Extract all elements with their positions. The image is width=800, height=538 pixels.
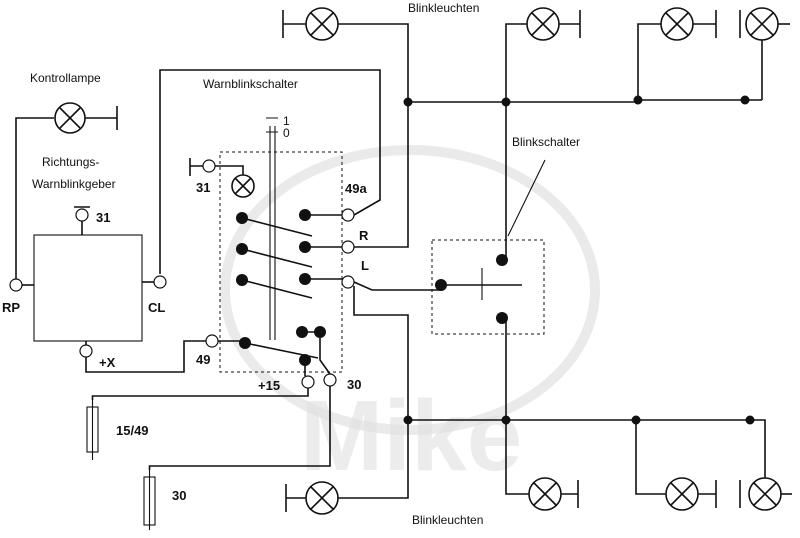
top-lamp-4 — [739, 7, 790, 41]
warnblinkgeber-box — [33, 234, 143, 342]
label-tRP: RP — [2, 300, 20, 315]
terminal-49 — [205, 334, 219, 348]
warnblinkschalter-box — [219, 151, 343, 373]
terminal-CL — [153, 275, 167, 289]
label-t30: 30 — [347, 377, 361, 392]
label-richtungs: Richtungs- — [42, 155, 99, 169]
terminal-R — [341, 240, 355, 254]
wire-L-to-bottom-bus — [353, 286, 409, 420]
fuse-30-icon — [143, 470, 156, 530]
wire-bottom-lamp-4 — [750, 419, 766, 478]
switch-indicator-lamp — [231, 174, 255, 198]
label-t49: 49 — [196, 352, 210, 367]
kontrollampe-icon — [54, 102, 118, 134]
wire-top-lamp-3 — [637, 23, 661, 100]
wire-31-switch — [189, 158, 244, 176]
wire-bottom-left-lamp — [338, 420, 409, 499]
switch-blade-4 — [244, 342, 319, 359]
label-tX: +X — [99, 355, 116, 370]
watermark-text: Mike — [300, 380, 522, 492]
watermark: Mike — [220, 145, 600, 492]
label-fuse-15-49: 15/49 — [116, 423, 149, 438]
terminal-31-geber — [75, 208, 89, 222]
top-bus-junction-3 — [633, 95, 643, 105]
label-tCL: CL — [148, 300, 165, 315]
wire-top-left-lamp — [338, 23, 409, 102]
switch-position-marks — [266, 117, 278, 133]
label-t15: +15 — [258, 378, 280, 393]
wire-X-to-49 — [85, 340, 206, 373]
terminal-15 — [301, 375, 315, 389]
terminal-49a — [341, 208, 355, 222]
top-bus — [408, 99, 762, 103]
bottom-lamp-3 — [665, 477, 717, 511]
top-lamp-2 — [526, 7, 581, 41]
label-warnblinkschalter: Warnblinkschalter — [203, 77, 298, 91]
terminal-L — [341, 275, 355, 289]
top-bus-junction-4 — [740, 95, 750, 105]
terminal-RP — [9, 278, 23, 292]
watermark-ring — [220, 145, 600, 435]
wire-top-lamp-2 — [505, 23, 527, 102]
bottom-lamp-2 — [528, 477, 579, 511]
wire-L-to-blinkschalter — [353, 281, 441, 291]
label-blinkschalter: Blinkschalter — [512, 135, 580, 149]
terminal-X — [79, 344, 93, 358]
terminal-31-switch — [202, 159, 216, 173]
top-lamp-3 — [660, 7, 717, 41]
label-warnblinkgeber: Warnblinkgeber — [32, 177, 116, 191]
bottom-lamp-4 — [739, 477, 792, 511]
blinkschalter-contact-bottom — [496, 312, 508, 324]
switch-blade-3 — [241, 279, 313, 299]
fuse-15-49-icon — [86, 400, 99, 460]
top-lamp-left — [282, 7, 339, 41]
wire-49a-to-CL — [159, 69, 381, 274]
label-tL: L — [361, 258, 369, 273]
bottom-lamp-left — [285, 481, 339, 515]
wire-R-to-top-bus — [354, 102, 409, 248]
label-tR: R — [359, 228, 369, 243]
label-blinkleuchten-bottom: Blinkleuchten — [412, 513, 483, 527]
label-t49a: 49a — [345, 181, 367, 196]
label-fuse-30: 30 — [172, 488, 186, 503]
terminal-30 — [323, 373, 337, 387]
label-switch-pos-0: 0 — [283, 126, 290, 140]
label-kontrollampe: Kontrollampe — [30, 71, 101, 85]
wire-switch-15-30 — [304, 338, 331, 376]
label-switch-pos-1: 1 — [283, 114, 290, 128]
switch-blade-1 — [241, 217, 313, 237]
wire-fuse-15-49 — [91, 388, 309, 400]
label-blinkleuchten-top: Blinkleuchten — [408, 1, 479, 15]
wire-bottom-lamp-2 — [505, 420, 529, 495]
blinkschalter-pointer — [507, 159, 546, 237]
label-t31-switch: 31 — [196, 180, 210, 195]
label-t31-geber: 31 — [96, 210, 110, 225]
wire-fuse-30 — [148, 386, 331, 470]
wire-bottom-lamp-3 — [635, 420, 666, 495]
blinkschalter-contact-top — [496, 254, 508, 266]
switch-actuator-rod — [269, 126, 276, 340]
wire-RP-to-kontrollampe — [15, 117, 54, 279]
wire-31-geber — [74, 206, 90, 235]
switch-blade-2 — [241, 248, 313, 268]
blinkschalter-box — [431, 239, 545, 335]
blinkschalter-contact-input — [435, 279, 447, 291]
